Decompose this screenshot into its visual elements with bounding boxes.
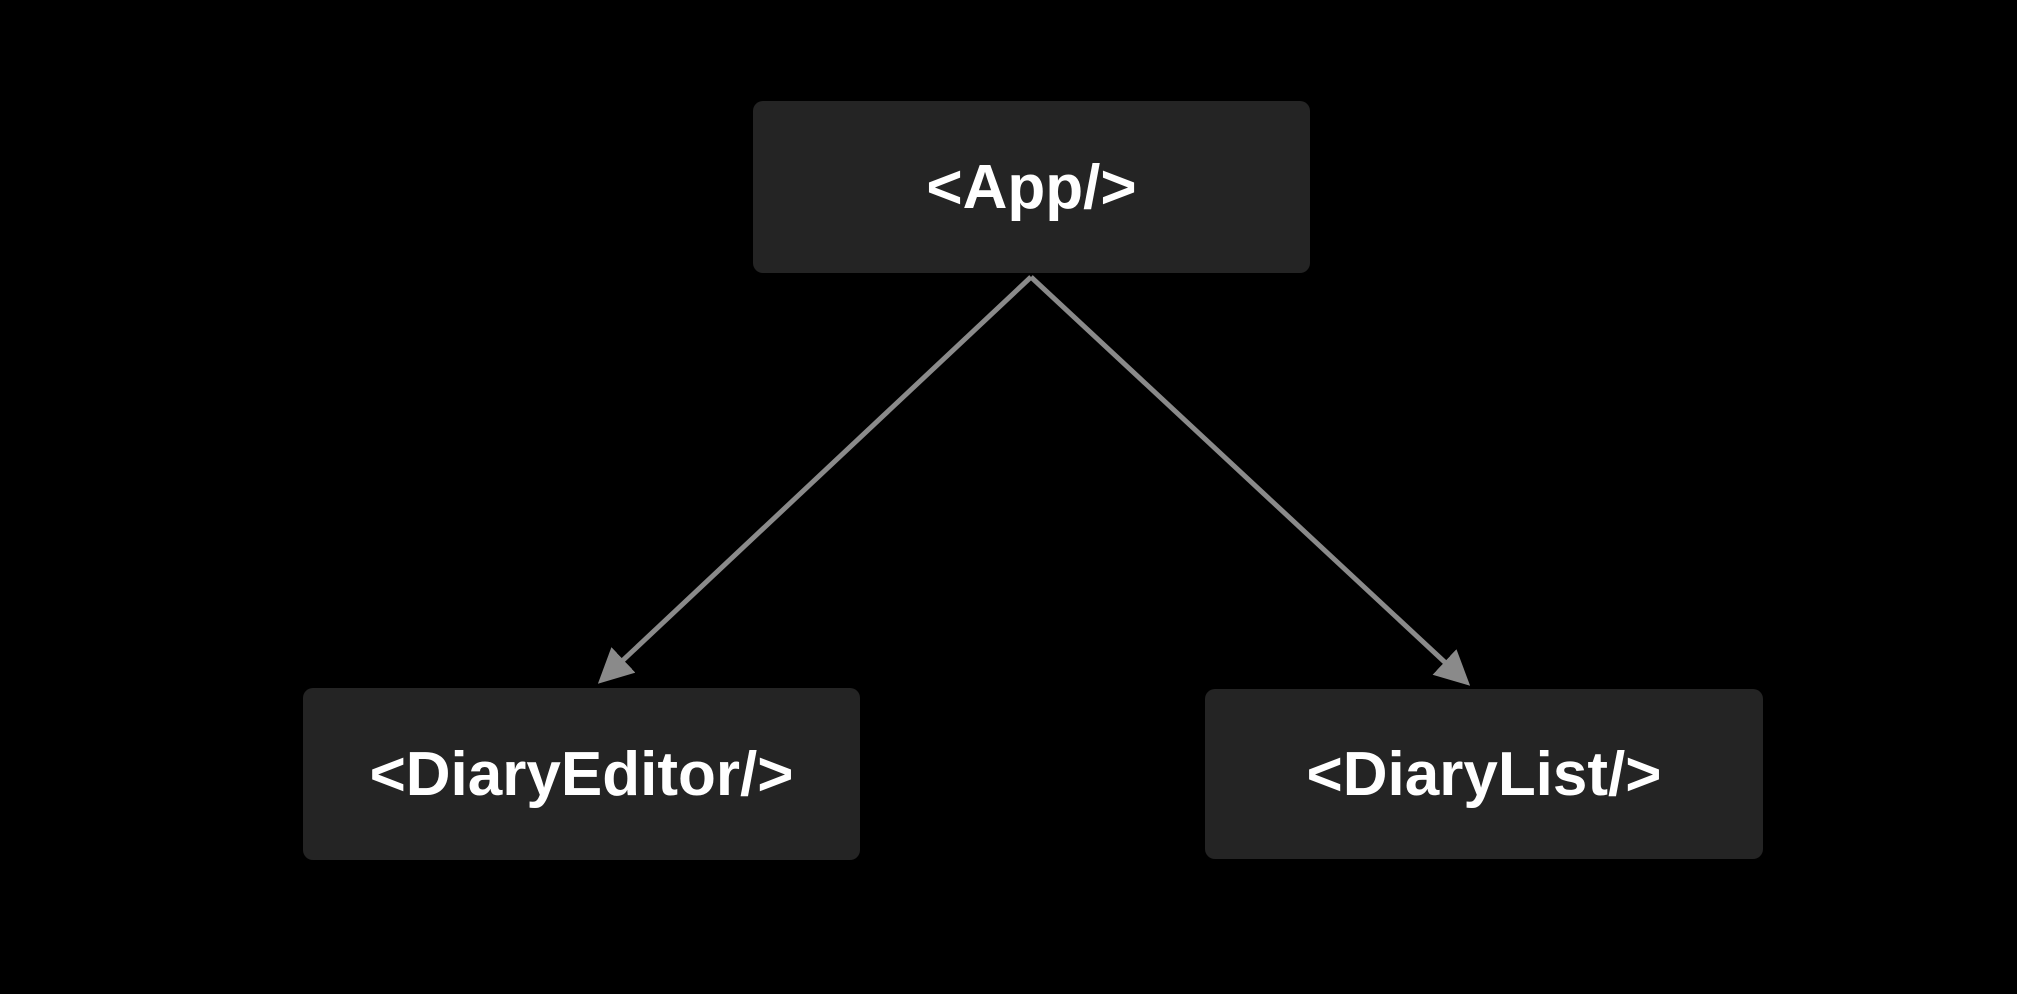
node-diary-list-label: <DiaryList/> — [1306, 739, 1662, 809]
node-diary-editor: <DiaryEditor/> — [303, 688, 860, 860]
node-diary-editor-label: <DiaryEditor/> — [369, 739, 794, 809]
node-app-label: <App/> — [926, 152, 1137, 222]
edge-app-to-diary-list — [1029, 275, 1471, 686]
node-app: <App/> — [753, 101, 1310, 273]
node-diary-list: <DiaryList/> — [1205, 689, 1763, 859]
edge-app-to-diary-editor — [597, 275, 1033, 684]
